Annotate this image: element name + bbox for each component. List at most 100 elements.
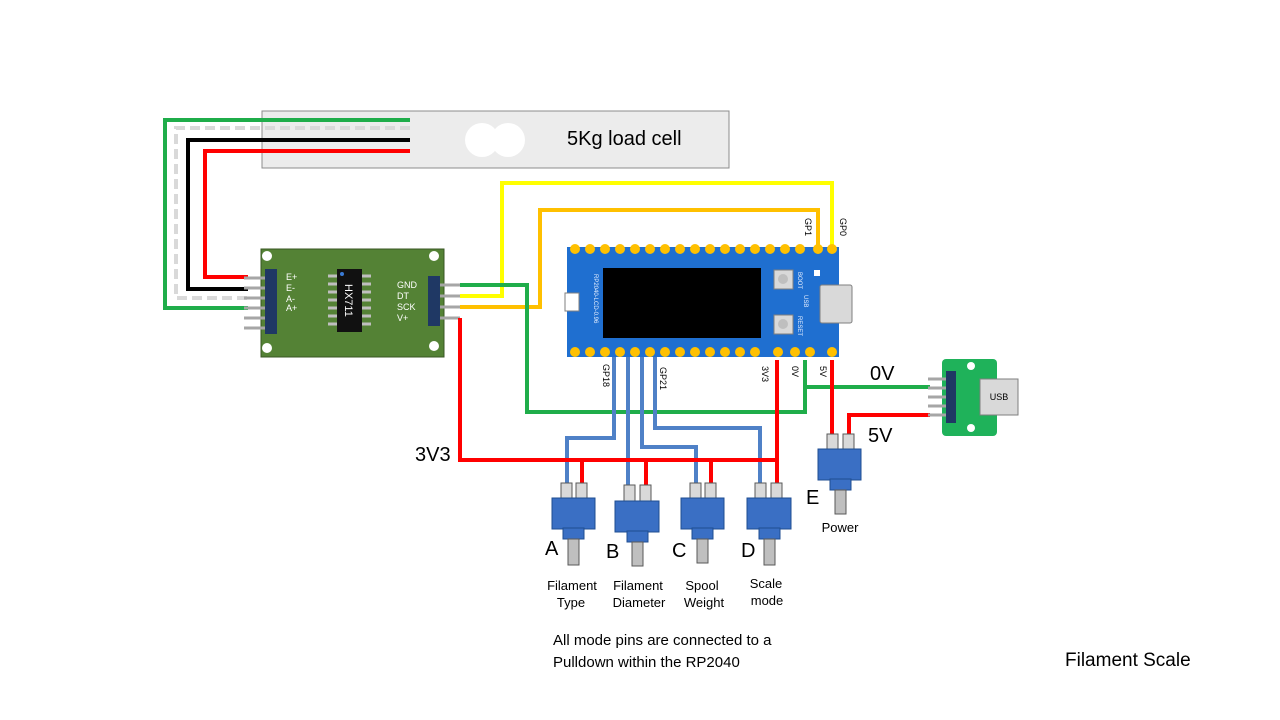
boot-button-cap [778, 274, 788, 284]
switch-c-caption: Spool [685, 578, 718, 593]
switch-a-body [551, 497, 596, 530]
switch-a-lever [567, 538, 580, 566]
switch-d[interactable] [746, 482, 792, 566]
hx711-chip-label: HX711 [342, 284, 354, 317]
rp2040-bottom-pins [570, 347, 837, 357]
switch-b[interactable] [614, 484, 660, 567]
switch-d-terminal [770, 482, 783, 500]
rp2040-led [814, 270, 820, 276]
switch-a-bushing [562, 527, 585, 540]
switch-c-terminal [704, 482, 717, 500]
usb-breakout-port [979, 378, 1019, 416]
boot-label: BOOT [796, 272, 802, 289]
hx711-pin-label: GND [397, 280, 418, 290]
switch-c-caption: Weight [684, 595, 725, 610]
wire-white-a-minus [174, 126, 410, 300]
wire-orange-sck-gp1 [460, 208, 820, 309]
switch-d-caption: Scale [750, 576, 783, 591]
switch-a-terminal [560, 482, 573, 500]
switch-e-body [817, 448, 862, 481]
hx711-chip [337, 269, 362, 332]
hx711-right-pins [440, 283, 460, 320]
usb-label-board: USB [802, 295, 808, 307]
switch-d-body [746, 497, 792, 530]
hx711-pin-label: A+ [286, 303, 297, 313]
rp2040-lcd-screen [603, 268, 761, 338]
hx711-mount-hole [429, 341, 439, 351]
switch-c-bushing [691, 527, 714, 540]
switch-d-bushing [758, 527, 781, 540]
diagram-title: Filament Scale [1065, 650, 1191, 671]
pin-label-gp18: GP18 [601, 364, 611, 387]
wire-black-e-minus [186, 138, 410, 291]
switch-a-caption: Filament [547, 578, 597, 593]
switch-d-letter: D [741, 540, 755, 562]
switch-e-letter: E [806, 487, 819, 509]
switch-c-letter: C [672, 540, 686, 562]
hx711-chip-legs [328, 274, 371, 326]
switch-b-terminal [623, 484, 636, 502]
hx711-pin-label: V+ [397, 313, 408, 323]
usb-breakout-board: USB [928, 359, 1019, 436]
pin-label-gp1: GP1 [803, 218, 813, 236]
power-wires [458, 318, 930, 485]
pin-label-gp0: GP0 [838, 218, 848, 236]
switch-e-caption: Power [822, 520, 860, 535]
label-3v3: 3V3 [415, 444, 451, 466]
switch-e[interactable] [817, 433, 862, 515]
usb-breakout-hole [967, 362, 975, 370]
rp2040-top-pins [570, 244, 837, 254]
load-cell-wires [163, 118, 410, 310]
switch-b-terminal [639, 484, 652, 502]
hx711-left-header [265, 269, 277, 334]
rp2040-board-text: RP2040-LCD-0.96 [592, 274, 598, 324]
hx711-left-pins [244, 276, 265, 330]
switch-a-terminal [575, 482, 588, 500]
hx711-pin-label: DT [397, 291, 409, 301]
switch-a-caption: Type [557, 595, 585, 610]
mode-wires [565, 357, 762, 485]
wire-green-a-plus [163, 118, 410, 310]
usb-breakout-hole [967, 424, 975, 432]
label-0v: 0V [870, 363, 895, 385]
pulldown-note-line2: Pulldown within the RP2040 [553, 654, 740, 671]
switch-e-terminal [842, 433, 855, 451]
switch-d-terminal [754, 482, 767, 500]
switch-e-bushing [829, 478, 852, 491]
switch-b-letter: B [606, 541, 619, 563]
load-cell-label: 5Kg load cell [567, 128, 682, 150]
load-cell-hole-left [465, 123, 499, 157]
switch-d-lever [763, 538, 776, 566]
label-5v: 5V [868, 425, 893, 447]
switch-e-terminal [826, 433, 839, 451]
switch-b-body [614, 500, 660, 533]
switch-c[interactable] [680, 482, 725, 564]
switch-c-body [680, 497, 725, 530]
load-cell-hole-right [491, 123, 525, 157]
switch-e-lever [834, 489, 847, 515]
wire-green-gnd [460, 283, 807, 414]
wire-blue-switch-c [640, 357, 698, 485]
switch-b-lever [631, 541, 644, 567]
switch-c-lever [696, 538, 709, 564]
usb-breakout-header [946, 371, 956, 423]
switch-b-caption: Filament [613, 578, 663, 593]
rp2040-usb-port [819, 284, 853, 324]
pulldown-note-line1: All mode pins are connected to a [553, 632, 772, 649]
pin-label-5v: 5V [818, 366, 828, 377]
rp2040-lcd-connector [564, 292, 580, 312]
switch-b-bushing [626, 530, 649, 543]
hx711-chip-dot [340, 272, 344, 276]
hx711-right-header [428, 276, 440, 326]
rp2040-board: RP2040-LCD-0.96 BOOT RESET USB GP1 GP0 G… [564, 218, 853, 390]
reset-label: RESET [796, 316, 802, 336]
wire-red-e-plus [203, 149, 410, 279]
signal-wires [460, 181, 930, 414]
switch-a[interactable] [551, 482, 596, 566]
pin-label-3v3: 3V3 [760, 366, 770, 382]
reset-button-cap [778, 319, 788, 329]
pin-label-0v: 0V [790, 366, 800, 377]
wire-red-3v3-rail [458, 318, 777, 462]
switch-d-caption: mode [751, 593, 784, 608]
usb-breakout-pins [928, 377, 948, 417]
